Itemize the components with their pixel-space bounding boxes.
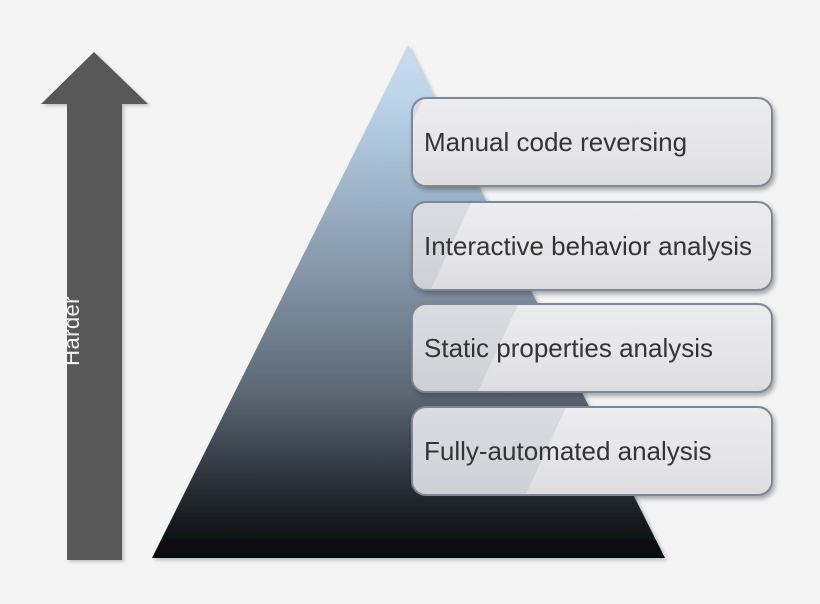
pyramid-level-label: Static properties analysis xyxy=(424,332,714,363)
arrow-up-icon xyxy=(41,52,148,560)
pyramid-level-fully-automated-analysis[interactable]: Fully-automated analysis xyxy=(411,406,773,496)
pyramid-level-static-properties-analysis[interactable]: Static properties analysis xyxy=(411,303,773,393)
pyramid-level-manual-code-reversing[interactable]: Manual code reversing xyxy=(411,97,773,187)
pyramid-level-label: Manual code reversing xyxy=(424,126,688,157)
pyramid-level-label: Fully-automated analysis xyxy=(424,435,712,466)
pyramid-level-list: Manual code reversing Interactive behavi… xyxy=(411,0,777,604)
harder-arrow-label: Harder xyxy=(59,296,84,366)
pyramid-level-label: Interactive behavior analysis xyxy=(424,230,753,261)
pyramid-level-interactive-behavior-analysis[interactable]: Interactive behavior analysis xyxy=(411,201,773,291)
harder-arrow: Harder xyxy=(36,40,156,568)
